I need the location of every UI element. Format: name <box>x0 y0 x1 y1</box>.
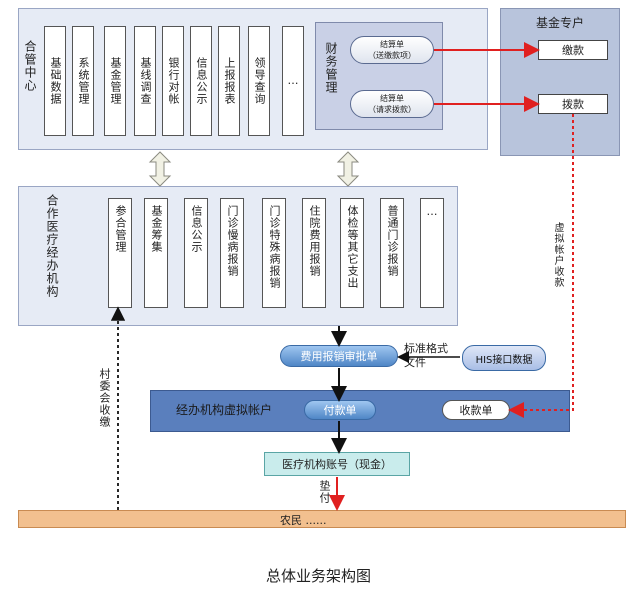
agency-module-4[interactable]: 门诊特殊病报销 <box>262 198 286 308</box>
agency-module-6[interactable]: 体检等其它支出 <box>340 198 364 308</box>
agency-module-2[interactable]: 信息公示 <box>184 198 208 308</box>
settlement-bill-request-line1: 结算单 <box>380 94 404 103</box>
finance-management-title: 财务管理 <box>324 42 338 94</box>
double-arrow-right <box>336 151 360 187</box>
agency-module-7[interactable]: 普通门诊报销 <box>380 198 404 308</box>
top-module-2[interactable]: 基金管理 <box>104 26 126 136</box>
farmers-bar <box>18 510 626 528</box>
his-data-pill[interactable]: HIS接口数据 <box>462 345 546 371</box>
agency-module-0[interactable]: 参合管理 <box>108 198 132 308</box>
virtual-receipt-label: 虚拟帐户收款 <box>552 222 563 288</box>
top-module-4[interactable]: 银行对帐 <box>162 26 184 136</box>
top-module-8[interactable]: … <box>282 26 304 136</box>
top-module-7[interactable]: 领导查询 <box>248 26 270 136</box>
advance-pay-label: 垫付 <box>318 480 331 504</box>
farmers-label: 农民 ...... <box>280 514 327 527</box>
settlement-bill-request-line2: （请求拨款） <box>368 105 416 114</box>
fund-account-title: 基金专户 <box>535 16 584 30</box>
agency-module-3[interactable]: 门诊慢病报销 <box>220 198 244 308</box>
payment-order-pill[interactable]: 付款单 <box>304 400 376 420</box>
management-center-title: 合管中心 <box>23 40 37 92</box>
allocate-box[interactable]: 拨款 <box>538 94 608 114</box>
agency-module-1[interactable]: 基金筹集 <box>144 198 168 308</box>
approval-form-pill[interactable]: 费用报销审批单 <box>280 345 398 367</box>
top-module-0[interactable]: 基础数据 <box>44 26 66 136</box>
agency-module-8[interactable]: … <box>420 198 444 308</box>
figure-caption: 总体业务架构图 <box>265 567 371 585</box>
settlement-bill-request[interactable]: 结算单 （请求拨款） <box>350 90 434 118</box>
settlement-bill-submit-line2: （送缴款项） <box>368 51 416 60</box>
agency-module-5[interactable]: 住院费用报销 <box>302 198 326 308</box>
top-module-5[interactable]: 信息公示 <box>190 26 212 136</box>
village-collection-label: 村委会收缴 <box>98 368 111 428</box>
settlement-bill-submit[interactable]: 结算单 （送缴款项） <box>350 36 434 64</box>
top-module-3[interactable]: 基线调查 <box>134 26 156 136</box>
virtual-account-title: 经办机构虚拟帐户 <box>176 403 273 417</box>
receipt-order-pill[interactable]: 收款单 <box>442 400 510 420</box>
hospital-account-box[interactable]: 医疗机构账号（现金） <box>264 452 410 476</box>
top-module-1[interactable]: 系统管理 <box>72 26 94 136</box>
standard-file-label: 标准格式文件 <box>404 342 448 369</box>
pay-in-box[interactable]: 缴款 <box>538 40 608 60</box>
double-arrow-left <box>148 151 172 187</box>
agency-title: 合作医疗经办机构 <box>45 194 59 298</box>
top-module-6[interactable]: 上报报表 <box>218 26 240 136</box>
settlement-bill-submit-line1: 结算单 <box>380 40 404 49</box>
